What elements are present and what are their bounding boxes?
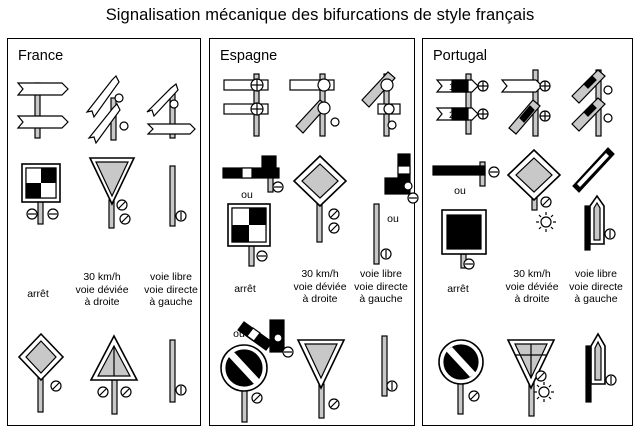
- portugal-round-prohibition-signal: [438, 339, 484, 415]
- france-bare-pole-2: [169, 339, 187, 403]
- sun-lamp-icon: [534, 382, 554, 402]
- france-checkerboard-signal: [21, 163, 61, 225]
- panel-spain: [209, 38, 415, 426]
- france-two-diagonal-arrow-signal: [85, 74, 129, 145]
- label-line: à gauche: [574, 293, 618, 305]
- portugal-black-square-signal: [441, 209, 487, 270]
- spain-checkerboard-signal: [227, 203, 271, 267]
- panel-title-spain: Espagne: [220, 48, 278, 64]
- portugal-diagonal-arm-signal: [500, 69, 551, 137]
- spain-inverted-triangle-signal: [296, 339, 346, 419]
- portugal-raised-arm-signal: [571, 69, 613, 137]
- label-line: voie déviée: [293, 280, 347, 293]
- label-line: à gauche: [149, 296, 193, 308]
- label-france-stop: arrêt: [27, 288, 49, 300]
- panel-title-france: France: [18, 48, 64, 64]
- label-line: voie directe: [144, 283, 198, 296]
- label-line: voie déviée: [505, 280, 559, 293]
- label-spain-diverted: 30 km/h voie déviée à droite: [280, 268, 360, 306]
- sun-lamp-icon: [536, 212, 556, 232]
- panel-title-portugal: Portugal: [433, 48, 488, 64]
- spain-black-arm-signal: [222, 155, 284, 193]
- label-portugal-clear: voie libre voie directe à gauche: [560, 268, 632, 306]
- portugal-arm-number-2: 2: [449, 110, 454, 120]
- france-two-arrow-signal: [16, 82, 69, 139]
- label-spain-or-1: ou: [241, 189, 253, 201]
- france-upright-triangle-signal: [89, 334, 139, 415]
- france-bare-pole: [169, 165, 187, 227]
- panel-france: [7, 38, 201, 426]
- label-line: voie directe: [569, 280, 623, 293]
- label-spain-clear: voie libre voie directe à gauche: [343, 268, 419, 306]
- france-mixed-arrow-signal: [146, 82, 196, 139]
- portugal-inverted-triangle-signal: [506, 339, 556, 417]
- label-france-clear: voie libre voie directe à gauche: [134, 271, 208, 309]
- label-portugal-diverted: 30 km/h voie déviée à droite: [492, 268, 572, 306]
- spain-raised-arm-signal: [361, 71, 401, 137]
- label-line: 30 km/h: [83, 271, 121, 283]
- label-line: à droite: [302, 293, 338, 305]
- label-line: 30 km/h: [301, 268, 339, 280]
- spain-bare-pole: [381, 335, 398, 397]
- label-line: voie libre: [149, 271, 193, 283]
- spain-diamond-signal: [292, 154, 348, 243]
- label-line: à droite: [84, 296, 120, 308]
- label-portugal-or: ou: [454, 185, 466, 197]
- portugal-diamond-signal: [506, 148, 562, 232]
- portugal-numbered-arrow-signal: [435, 73, 489, 135]
- label-line: à gauche: [359, 293, 403, 305]
- label-spain-or-2: ou: [387, 213, 399, 225]
- spain-upper-lower-arm-signal: [289, 73, 340, 137]
- label-line: voie libre: [359, 268, 403, 280]
- label-spain-stop: arrêt: [234, 283, 256, 295]
- label-line: 30 km/h: [513, 268, 551, 280]
- spain-round-prohibition-signal: [220, 344, 268, 423]
- label-line: à droite: [514, 293, 550, 305]
- spain-vertical-arm-signal: [373, 153, 419, 265]
- panel-portugal: [422, 38, 633, 426]
- label-france-diverted: 30 km/h voie déviée à droite: [62, 271, 142, 309]
- portugal-arrow-board-signal-2: [585, 332, 617, 403]
- portugal-arm-number-1: 1: [449, 82, 454, 92]
- label-portugal-stop: arrêt: [447, 283, 469, 295]
- france-diamond-signal: [17, 332, 65, 413]
- label-line: voie directe: [354, 280, 408, 293]
- spain-angled-arm-signal: [237, 319, 294, 358]
- label-spain-or-3: ou: [233, 328, 245, 340]
- label-line: voie libre: [574, 268, 618, 280]
- page-title: Signalisation mécanique des bifurcations…: [105, 6, 535, 24]
- spain-two-arm-signal: [223, 73, 269, 137]
- portugal-black-arm-signal: [432, 161, 500, 187]
- france-inverted-triangle-signal: [88, 157, 136, 229]
- portugal-arrow-board-signal: [572, 147, 616, 251]
- label-line: voie déviée: [75, 283, 129, 296]
